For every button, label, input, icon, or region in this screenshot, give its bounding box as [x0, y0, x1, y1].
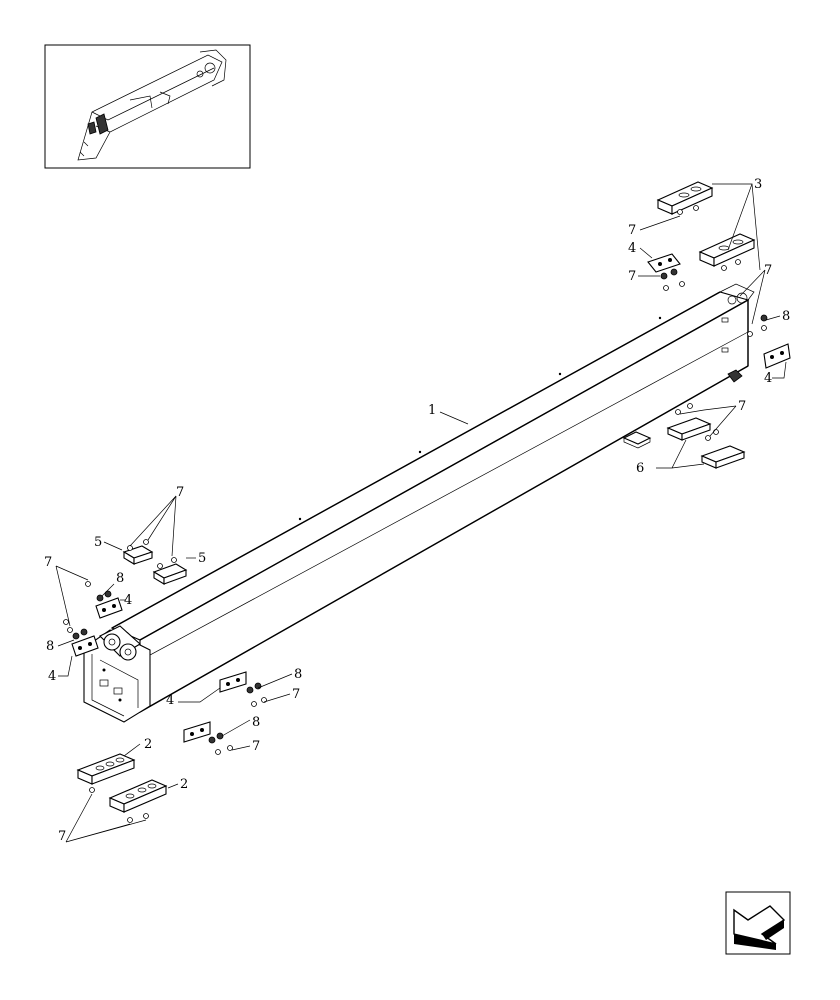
locator-thumbnail[interactable]: [44, 44, 251, 169]
callout-2: 2: [144, 737, 152, 752]
wear-pad-4-bottom-upper: [219, 671, 247, 693]
thumbnail-boom-drawing: [77, 49, 227, 161]
callout-6: 6: [636, 461, 644, 476]
callout-7: 7: [738, 399, 746, 414]
leader-lines: [55, 183, 787, 843]
callout-1: 1: [428, 403, 436, 418]
telescopic-boom: [110, 283, 755, 713]
callout-7: 7: [628, 223, 636, 238]
guide-block: [727, 369, 743, 383]
wear-pad-4-upper-right: [647, 253, 681, 273]
callout-7: 7: [292, 687, 300, 702]
callout-4: 4: [48, 669, 56, 684]
callout-5: 5: [94, 535, 102, 550]
callout-labels: 1 2 2 3 4 4 4 4 4 5 5 6 7 7 7 7 7 7 7 7 …: [44, 177, 790, 844]
fasteners: [63, 205, 768, 823]
callout-8: 8: [252, 715, 260, 730]
back-arrow-icon[interactable]: [725, 891, 791, 955]
callout-7: 7: [252, 739, 260, 754]
wear-pad-3-lower: [698, 233, 756, 267]
wear-pad-4-left-lower: [71, 635, 99, 657]
callout-8: 8: [116, 571, 124, 586]
wear-pad-2-lower: [108, 779, 168, 813]
wear-pad-4-bottom-lower: [183, 721, 211, 743]
callout-8: 8: [782, 309, 790, 324]
callout-4: 4: [166, 693, 174, 708]
wear-pad-4-left-upper: [95, 597, 123, 619]
callout-8: 7: [628, 269, 636, 284]
callout-4: 4: [124, 593, 132, 608]
wear-pad-5-upper: [122, 545, 154, 565]
wear-pad-3-upper: [656, 181, 714, 215]
callout-2: 2: [180, 777, 188, 792]
wear-pad-5-lower: [152, 563, 188, 585]
callout-3: 3: [754, 177, 762, 192]
wear-pad-6-upper: [666, 417, 712, 441]
boom-head-bracket: [83, 625, 151, 723]
callout-7: 7: [764, 263, 772, 278]
callout-7: 7: [58, 829, 66, 844]
wear-pad-6-lower: [700, 445, 746, 469]
callout-7: 7: [176, 485, 184, 500]
wear-pad-4-side-right: [763, 343, 791, 369]
callout-7: 7: [44, 555, 52, 570]
callout-4: 4: [764, 371, 772, 386]
callout-8: 8: [294, 667, 302, 682]
callout-4: 4: [628, 241, 636, 256]
callout-8: 8: [46, 639, 54, 654]
wear-pad-2-upper: [76, 753, 136, 785]
callout-5: 5: [198, 551, 206, 566]
